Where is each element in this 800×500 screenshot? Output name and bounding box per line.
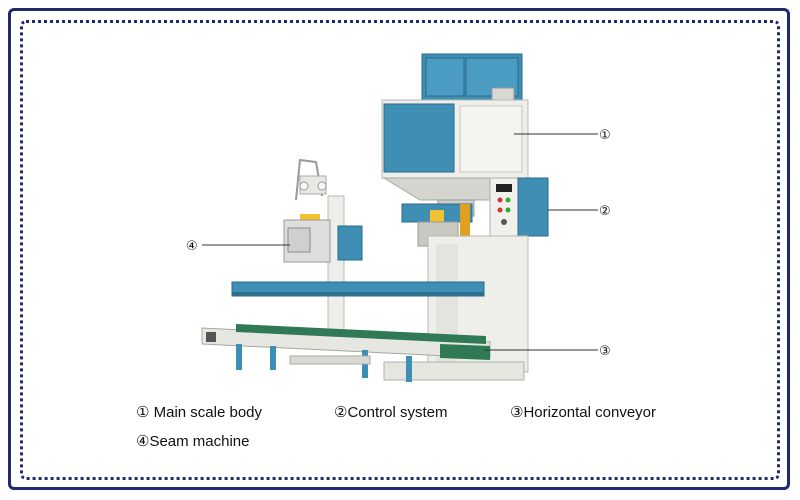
control-cabinet xyxy=(489,177,549,237)
legend-horizontal-conveyor: ③Horizontal conveyor xyxy=(510,404,657,421)
legend-control-system: ②Control system xyxy=(334,404,448,421)
callout-4: ④ xyxy=(186,238,198,253)
seam-head xyxy=(283,158,331,263)
legend-seam-machine: ④Seam machine xyxy=(136,433,250,450)
top-hopper xyxy=(421,53,523,105)
leader-lines xyxy=(202,133,598,351)
callout-3: ③ xyxy=(599,343,611,358)
legend-main-scale-body: ① Main scale body xyxy=(136,404,263,421)
outer-border xyxy=(8,8,790,490)
callout-1: ① xyxy=(599,127,611,142)
inner-dotted-border xyxy=(20,20,780,480)
seam-machine-column xyxy=(327,195,363,337)
callout-2: ② xyxy=(599,203,611,218)
upper-rail xyxy=(231,281,485,297)
horizontal-conveyor xyxy=(201,324,491,382)
